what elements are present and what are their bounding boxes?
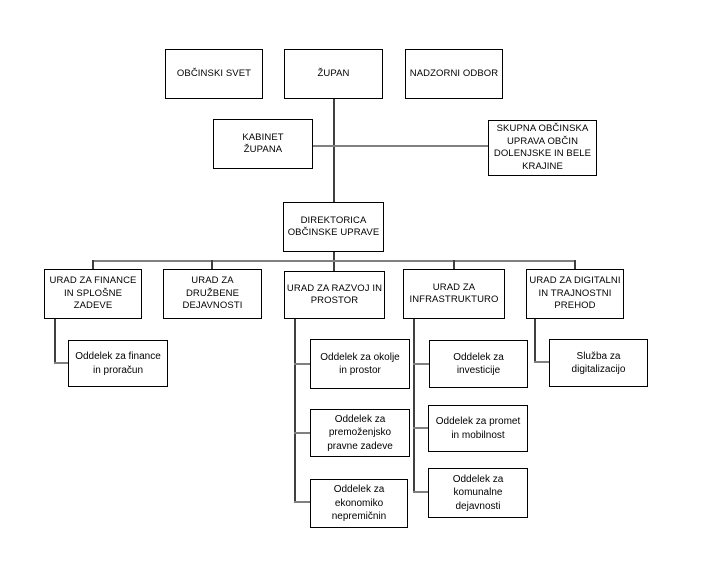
node-oddelek-okolje-label: Oddelek za okolje in prostor — [320, 351, 400, 377]
node-oddelek-investicije-label: Oddelek za investicije — [453, 351, 504, 377]
connector-kabinet-skupna — [313, 145, 488, 147]
connector-elbow-odd-finance — [54, 362, 68, 364]
node-nadzorni-odbor-label: NADZORNI ODBOR — [409, 67, 499, 79]
node-oddelek-premozenjsko: Oddelek za premoženjsko pravne zadeve — [310, 409, 410, 457]
node-oddelek-finance: Oddelek za finance in proračun — [68, 340, 168, 387]
node-nadzorni-odbor: NADZORNI ODBOR — [405, 49, 503, 99]
node-zupan: ŽUPAN — [284, 49, 383, 99]
node-sluzba-digitalizacija-label: Služba za digitalizacijo — [571, 350, 626, 376]
node-skupna-uprava-label: SKUPNA OBČINSKA UPRAVA OBČIN DOLENJSKE I… — [493, 123, 592, 172]
node-obcinski-svet: OBČINSKI SVET — [165, 49, 263, 99]
node-oddelek-premozenjsko-label: Oddelek za premoženjsko pravne zadeve — [327, 413, 393, 452]
connector-stub-urad-infra — [453, 260, 455, 270]
node-zupan-label: ŽUPAN — [317, 67, 350, 79]
connector-elbow-odd-okolje — [294, 363, 310, 365]
node-sluzba-digitalizacija: Služba za digitalizacijo — [549, 339, 648, 387]
node-oddelek-promet-label: Oddelek za promet in mobilnost — [435, 416, 521, 441]
connector-drop-finance — [54, 319, 56, 364]
node-oddelek-investicije: Oddelek za investicije — [429, 340, 528, 388]
connector-drop-infra — [413, 319, 415, 493]
node-urad-finance-label: URAD ZA FINANCE IN SPLOŠNE ZADEVE — [49, 275, 137, 312]
connector-elbow-odd-premozenjsko — [294, 432, 310, 434]
connector-drop-digitalni — [534, 319, 536, 363]
connector-stub-urad-druzbene — [211, 260, 213, 270]
node-oddelek-komunalne-label: Oddelek za komunalne dejavnosti — [452, 473, 504, 512]
connector-direktorica-bus — [333, 252, 335, 272]
connector-elbow-odd-komunalne — [413, 491, 428, 493]
node-urad-razvoj-label: URAD ZA RAZVOJ IN PROSTOR — [286, 282, 383, 307]
node-direktorica-label: DIREKTORICA OBČINSKE UPRAVE — [287, 214, 380, 239]
node-direktorica: DIREKTORICA OBČINSKE UPRAVE — [283, 202, 384, 252]
node-urad-infrastruktura-label: URAD ZA INFRASTRUKTURO — [409, 281, 499, 306]
node-oddelek-promet: Oddelek za promet in mobilnost — [428, 405, 528, 452]
node-urad-digitalni-label: URAD ZA DIGITALNI IN TRAJNOSTNI PREHOD — [529, 275, 621, 312]
connector-drop-razvoj — [294, 319, 296, 503]
node-kabinet-zupana-label: KABINET ŽUPANA — [242, 131, 284, 156]
node-skupna-uprava: SKUPNA OBČINSKA UPRAVA OBČIN DOLENJSKE I… — [488, 120, 597, 176]
node-kabinet-zupana: KABINET ŽUPANA — [213, 119, 313, 169]
connector-stub-urad-finance — [92, 260, 94, 270]
connector-elbow-odd-ekonomiko — [294, 501, 310, 503]
node-oddelek-ekonomiko-label: Oddelek za ekonomiko nepremičnin — [331, 484, 387, 523]
node-urad-druzbene: URAD ZA DRUŽBENE DEJAVNOSTI — [163, 269, 262, 319]
node-oddelek-komunalne: Oddelek za komunalne dejavnosti — [428, 468, 528, 518]
node-urad-druzbene-label: URAD ZA DRUŽBENE DEJAVNOSTI — [182, 275, 243, 312]
node-urad-digitalni: URAD ZA DIGITALNI IN TRAJNOSTNI PREHOD — [526, 269, 624, 319]
connector-elbow-odd-investicije — [413, 363, 429, 365]
connector-urad-bus — [93, 260, 576, 262]
connector-stub-urad-digitalni — [574, 260, 576, 270]
node-obcinski-svet-label: OBČINSKI SVET — [176, 67, 252, 79]
node-urad-finance: URAD ZA FINANCE IN SPLOŠNE ZADEVE — [44, 269, 142, 319]
connector-elbow-odd-promet — [413, 427, 428, 429]
node-oddelek-okolje: Oddelek za okolje in prostor — [310, 339, 410, 389]
node-urad-razvoj: URAD ZA RAZVOJ IN PROSTOR — [284, 271, 385, 319]
node-oddelek-ekonomiko: Oddelek za ekonomiko nepremičnin — [310, 479, 408, 528]
node-urad-infrastruktura: URAD ZA INFRASTRUKTURO — [403, 269, 505, 319]
connector-elbow-sluzba — [534, 361, 549, 363]
node-oddelek-finance-label: Oddelek za finance in proračun — [75, 351, 161, 376]
connector-zupan-direktorica — [333, 99, 335, 203]
